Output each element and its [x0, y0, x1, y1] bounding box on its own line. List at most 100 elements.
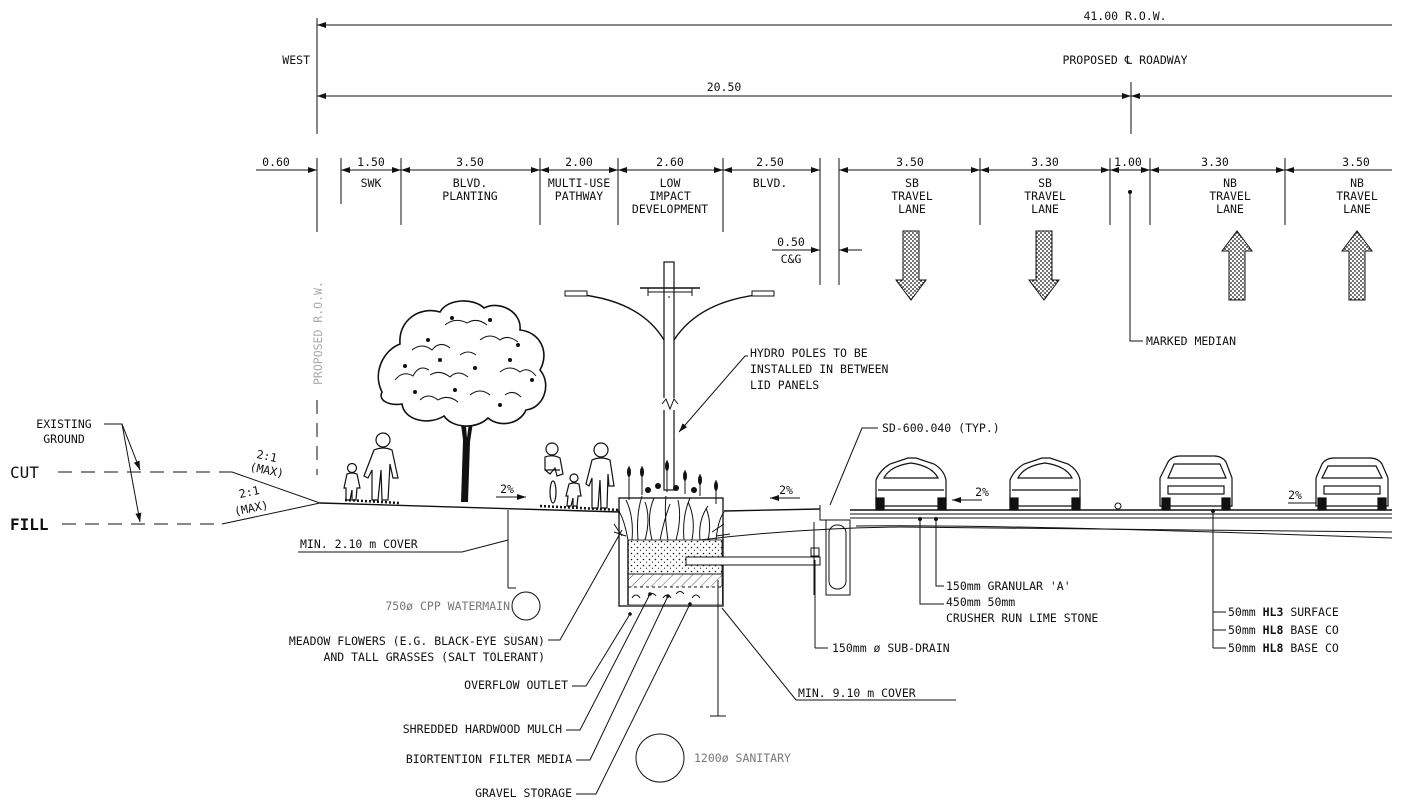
segment-label-6a: SB [905, 176, 919, 190]
car-sb-1 [875, 457, 947, 511]
slope-cut-1: 2:1 [255, 447, 278, 465]
existing-ground: EXISTING GROUND CUT FILL 2:1 (MAX) 2:1 (… [10, 417, 322, 534]
subdrain-label: 150mm ø SUB-DRAIN [832, 641, 950, 655]
segment-dim-1: 1.50 [357, 155, 385, 169]
segment-label-3a: MULTI-USE [548, 176, 610, 190]
sb-arrow-icon [895, 230, 927, 301]
nb-arrow-icon [1341, 230, 1373, 301]
pavement-callouts: 150mm GRANULAR 'A' 450mm 50mm CRUSHER RU… [918, 509, 1339, 655]
curb-and-subdrain: 150mm ø SUB-DRAIN SD-600.040 (TYP.) [810, 421, 1000, 655]
tree [377, 300, 547, 502]
segment-dim-4: 2.60 [656, 155, 684, 169]
cut-label: CUT [10, 463, 39, 482]
segment-dim-10: 3.50 [1342, 155, 1370, 169]
boulevard-slope: 2% [500, 482, 514, 496]
cyclist-and-pedestrians [544, 442, 615, 509]
overflow-label: OVERFLOW OUTLET [464, 678, 568, 692]
existing-ground-line-1: EXISTING [36, 417, 91, 431]
slope-cut-2: (MAX) [248, 460, 285, 481]
blvd-slope-east: 2% [779, 483, 793, 497]
watermain: MIN. 2.10 m COVER 750ø CPP WATERMAIN [298, 510, 541, 621]
centerline-label: PROPOSED ℄ ROADWAY [1062, 53, 1187, 67]
granular-label: 150mm GRANULAR 'A' [946, 579, 1071, 593]
min-cover-water: MIN. 2.10 m COVER [300, 537, 418, 551]
segment-label-6c: LANE [898, 202, 926, 216]
segment-label-1a: SWK [361, 176, 382, 190]
filter-label: BIORTENTION FILTER MEDIA [406, 752, 572, 766]
segment-label-9b: TRAVEL [1209, 189, 1251, 203]
existing-ground-line-2: GROUND [43, 432, 85, 446]
segment-label-2a: BLVD. [453, 176, 488, 190]
segment-label-6b: TRAVEL [891, 189, 933, 203]
lid-callouts: MEADOW FLOWERS (E.G. BLACK-EYE SUSAN) AN… [289, 529, 692, 800]
sanitary: 1200ø SANITARY MIN. 9.10 m COVER [635, 580, 956, 783]
segment-dim-7: 3.30 [1031, 155, 1059, 169]
watermain-label: 750ø CPP WATERMAIN [385, 599, 510, 613]
segment-label-10c: LANE [1343, 202, 1371, 216]
row-width-label: 41.00 R.O.W. [1083, 9, 1166, 23]
cars [875, 455, 1389, 511]
segment-label-3b: PATHWAY [555, 189, 604, 203]
meadow-line-2: AND TALL GRASSES (SALT TOLERANT) [323, 650, 545, 664]
min-cover-sanitary: MIN. 9.10 m COVER [798, 686, 916, 700]
boulevard-surface: 2% 2% [319, 482, 821, 513]
segment-dim-3: 2.00 [565, 155, 593, 169]
segment-label-5a: BLVD. [753, 176, 788, 190]
row-line: PROPOSED R.O.W. [311, 281, 325, 475]
sanitary-label: 1200ø SANITARY [694, 751, 791, 765]
car-sb-2 [1009, 457, 1081, 511]
curb-label: C&G [781, 252, 802, 266]
pedestrians-sidewalk [343, 432, 399, 501]
segment-label-2b: PLANTING [442, 189, 497, 203]
segment-dim-8: 1.00 [1114, 155, 1142, 169]
segment-label-10a: NB [1350, 176, 1364, 190]
proposed-row-label: PROPOSED R.O.W. [311, 281, 325, 385]
mulch-label: SHREDDED HARDWOOD MULCH [403, 722, 562, 736]
sd-callout: SD-600.040 (TYP.) [882, 421, 1000, 435]
curb-dim: 0.50 [777, 235, 805, 249]
road-slope-sb: 2% [975, 485, 989, 499]
hydro-callout: HYDRO POLES TO BE INSTALLED IN BETWEEN L… [678, 346, 889, 433]
segment-dim-5: 2.50 [756, 155, 784, 169]
asphalt-line-1: 50mm HL3 SURFACE [1228, 605, 1339, 619]
segment-label-10b: TRAVEL [1336, 189, 1378, 203]
crusher-label-2: CRUSHER RUN LIME STONE [946, 611, 1098, 625]
slope-fill-1: 2:1 [238, 483, 261, 501]
fill-label: FILL [10, 515, 49, 534]
asphalt-line-2: 50mm HL8 BASE CO [1228, 623, 1339, 637]
hydro-line-2: INSTALLED IN BETWEEN [750, 362, 889, 376]
road-slope-nb: 2% [1288, 488, 1302, 502]
segment-dim-0: 0.60 [262, 155, 290, 169]
road-structure: 2% 2% [699, 485, 1393, 541]
hydro-pole [564, 261, 775, 491]
segment-dim-2: 3.50 [456, 155, 484, 169]
median-callout: MARKED MEDIAN [1128, 190, 1236, 348]
lane-arrows [895, 230, 1373, 301]
segment-dimensions: 0.60 1.50 SWK 3.50 BLVD. PLANTING 2.00 M… [256, 155, 1392, 285]
nb-arrow-icon [1221, 230, 1253, 301]
hydro-line-3: LID PANELS [750, 378, 819, 392]
car-nb-2 [1315, 457, 1389, 511]
half-width-label: 20.50 [707, 80, 742, 94]
segment-label-9a: NB [1223, 176, 1237, 190]
meadow-line-1: MEADOW FLOWERS (E.G. BLACK-EYE SUSAN) [289, 634, 545, 648]
row-dimension: 41.00 R.O.W. WEST PROPOSED ℄ ROADWAY 20.… [282, 9, 1392, 134]
asphalt-line-3: 50mm HL8 BASE CO [1228, 641, 1339, 655]
segment-label-7b: TRAVEL [1024, 189, 1066, 203]
segment-dim-6: 3.50 [896, 155, 924, 169]
gravel-label: GRAVEL STORAGE [475, 786, 572, 800]
segment-label-4b: IMPACT [649, 189, 691, 203]
segment-dim-9: 3.30 [1201, 155, 1229, 169]
west-label: WEST [282, 53, 310, 67]
segment-label-4c: DEVELOPMENT [632, 202, 708, 216]
marked-median-label: MARKED MEDIAN [1146, 334, 1236, 348]
segment-label-9c: LANE [1216, 202, 1244, 216]
crusher-label-1: 450mm 50mm [946, 595, 1015, 609]
segment-label-7c: LANE [1031, 202, 1059, 216]
segment-label-4a: LOW [660, 176, 681, 190]
segment-label-7a: SB [1038, 176, 1052, 190]
car-nb-1 [1159, 455, 1233, 511]
hydro-line-1: HYDRO POLES TO BE [750, 346, 868, 360]
lid-panel [613, 460, 821, 607]
